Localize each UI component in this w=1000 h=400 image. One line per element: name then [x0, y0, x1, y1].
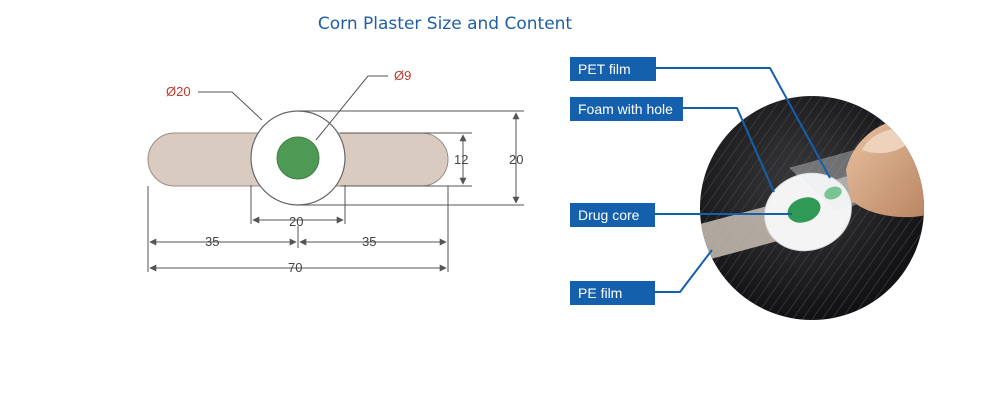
diagram-title: Corn Plaster Size and Content: [317, 14, 573, 34]
pet-film-callout: PET film: [570, 57, 656, 81]
total-length-label: 70: [288, 260, 302, 275]
dimension-lines: [147, 75, 524, 272]
outer-diameter-label: Ø20: [166, 84, 191, 99]
drug-core-callout: Drug core: [570, 203, 655, 227]
left-length-label: 35: [205, 234, 219, 249]
total-height-label: 20: [509, 152, 523, 167]
core-diameter-label: Ø9: [394, 68, 411, 83]
center-width-label: 20: [289, 214, 303, 229]
pe-film-callout: PE film: [570, 281, 655, 305]
pad-height-label: 12: [454, 152, 468, 167]
plaster-shape: [147, 110, 449, 206]
foam-with-hole-callout: Foam with hole: [570, 97, 683, 121]
callout-connectors: [655, 67, 831, 293]
right-length-label: 35: [362, 234, 376, 249]
product-photo: [700, 96, 924, 320]
